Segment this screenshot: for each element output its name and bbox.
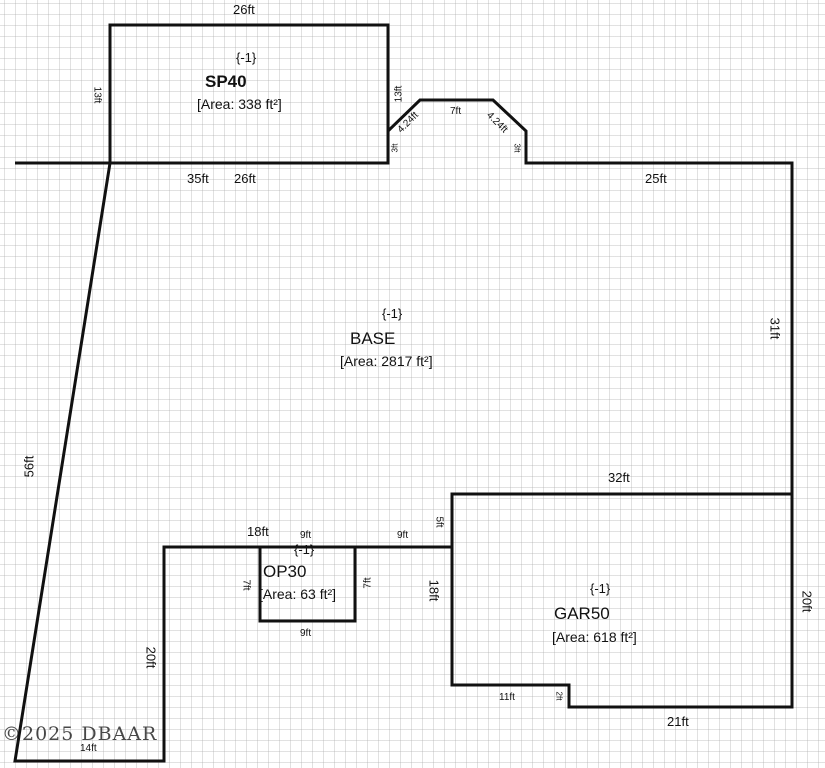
op30-code: {-1} (294, 542, 315, 557)
dim-gar-bottom-left: 11ft (499, 692, 515, 703)
dim-sp40-right: 13ft (393, 85, 405, 103)
dim-base-inner-right: 9ft (397, 530, 409, 541)
dim-base-inner-left: 20ft (143, 646, 159, 669)
dim-base-inner-top: 18ft (247, 524, 269, 539)
dim-gar-top: 32ft (608, 470, 630, 485)
op30-outline (258, 545, 357, 623)
dim-sp40-top: 26ft (233, 2, 255, 17)
sp40-code: {-1} (236, 50, 257, 65)
dim-op-top: 9ft (300, 530, 312, 541)
dim-base-top-right: 25ft (645, 171, 667, 186)
dim-sp40-left: 13ft (91, 86, 103, 104)
dim-base-top-left: 35ft (187, 171, 209, 186)
dim-gar-right: 20ft (799, 590, 815, 613)
copyright-watermark: ©2025 DBAAR (2, 723, 158, 745)
dim-base-bottom: 14ft (80, 743, 97, 754)
sp40-name: SP40 (205, 72, 247, 91)
dim-gar-bottom: 21ft (667, 714, 689, 729)
dim-bay-left-side: 3ft (390, 143, 400, 153)
op30-name: OP30 (263, 562, 307, 581)
dim-sp40-bottom: 26ft (234, 171, 256, 186)
dim-base-left: 56ft (21, 455, 37, 478)
gar50-area: [Area: 618 ft²] (552, 629, 637, 645)
dim-base-right: 31ft (767, 317, 783, 340)
gar50-code: {-1} (590, 581, 611, 596)
base-outline (13, 98, 794, 763)
dim-op-bottom: 9ft (300, 628, 312, 639)
dim-gar-left-upper: 5ft (433, 516, 445, 528)
dim-op-left: 7ft (240, 579, 252, 591)
op30-area: [Area: 63 ft²] (259, 586, 337, 602)
base-area: [Area: 2817 ft²] (340, 353, 433, 369)
gar50-outline (450, 492, 794, 709)
base-code: {-1} (382, 306, 403, 321)
gar50-name: GAR50 (554, 604, 610, 623)
dim-bay-right-side: 3ft (512, 143, 522, 153)
dim-op-right: 7ft (362, 577, 374, 589)
dim-gar-left: 18ft (426, 579, 442, 602)
dim-gar-step: 2ft (554, 691, 564, 701)
sp40-area: [Area: 338 ft²] (197, 96, 282, 112)
sp40-outline (108, 23, 390, 165)
dim-bay-top: 7ft (450, 106, 462, 117)
base-name: BASE (350, 329, 396, 348)
